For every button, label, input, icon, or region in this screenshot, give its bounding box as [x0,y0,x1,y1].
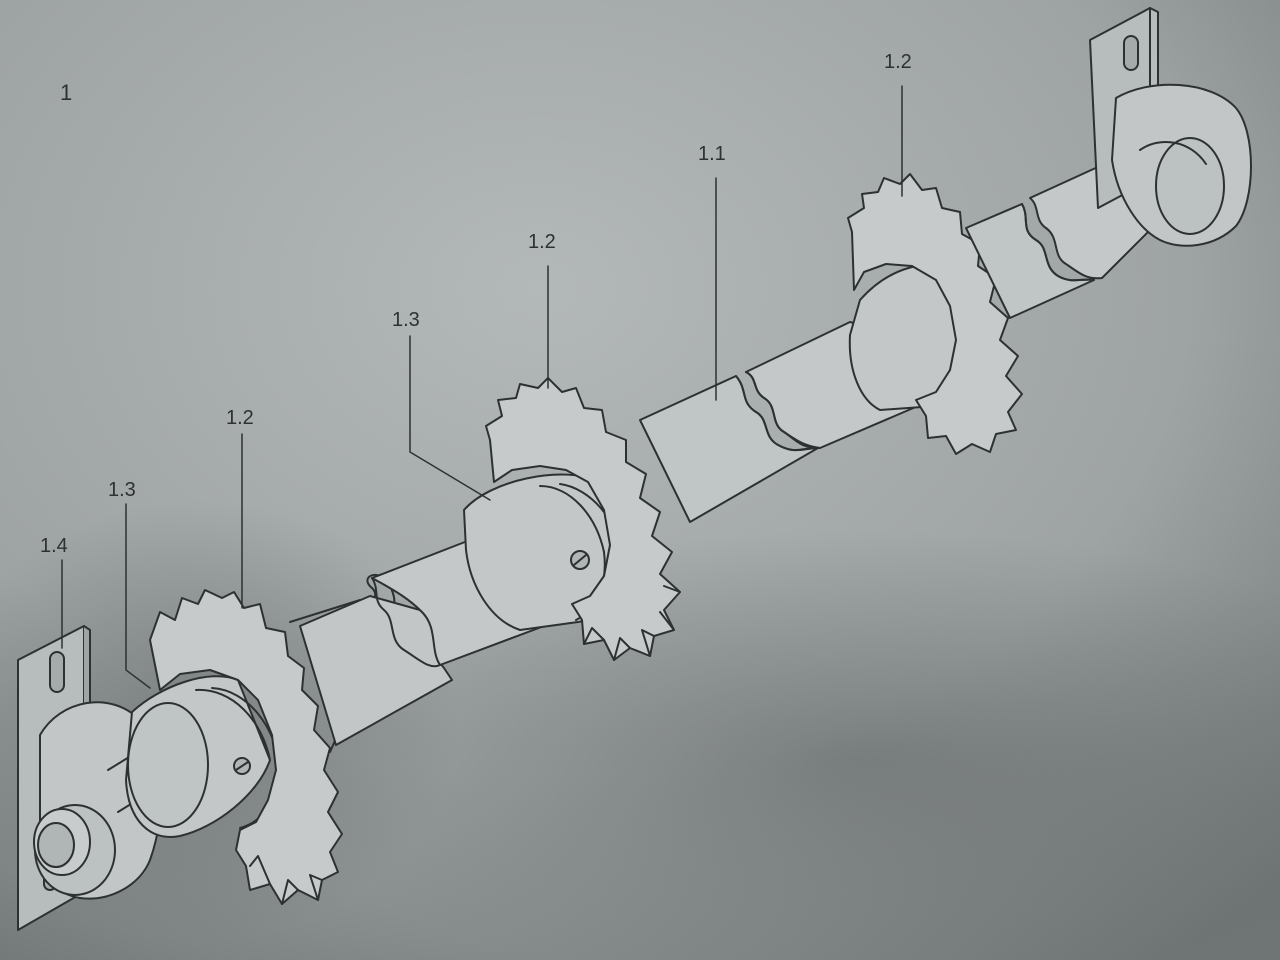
middle-sprocket [485,377,681,661]
callout-label: 1.2 [884,51,912,73]
callout-label: 1.3 [392,309,420,331]
callout-label: 1.1 [698,143,726,165]
figure-number: 1 [60,80,72,105]
callout-label: 1.4 [40,535,68,557]
callout-label: 1.2 [528,231,556,253]
left-sprocket [149,589,343,905]
leader-lines [61,85,903,689]
left-bearing-bracket [17,625,163,931]
callout-label: 1.3 [108,479,136,501]
callout-label: 1.2 [226,407,254,429]
middle-shaft-segment [371,539,561,668]
right-bearing-bracket [1089,7,1252,247]
